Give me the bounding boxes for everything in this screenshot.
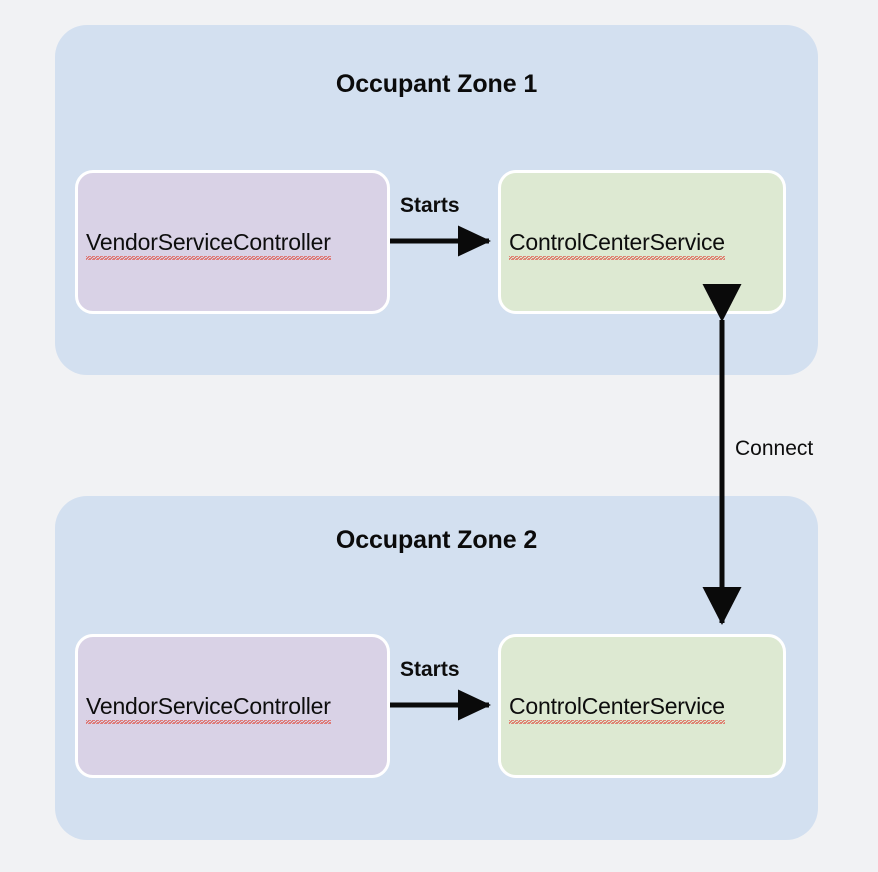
zone-container-2: Occupant Zone 2 VendorServiceController …: [55, 496, 818, 840]
node-label: VendorServiceController: [78, 229, 331, 260]
node-vendor-service-controller-1[interactable]: VendorServiceController: [75, 170, 390, 314]
node-label: ControlCenterService: [501, 693, 725, 724]
node-label: ControlCenterService: [501, 229, 725, 260]
node-control-center-service-1[interactable]: ControlCenterService: [498, 170, 786, 314]
edge-label-starts-2: Starts: [400, 658, 460, 681]
edge-label-connect: Connect: [735, 437, 814, 460]
node-label: VendorServiceController: [78, 693, 331, 724]
zone-title-1: Occupant Zone 1: [335, 70, 538, 98]
node-control-center-service-2[interactable]: ControlCenterService: [498, 634, 786, 778]
edge-label-starts-1: Starts: [400, 194, 460, 217]
node-vendor-service-controller-2[interactable]: VendorServiceController: [75, 634, 390, 778]
zone-title-2: Occupant Zone 2: [335, 526, 538, 554]
